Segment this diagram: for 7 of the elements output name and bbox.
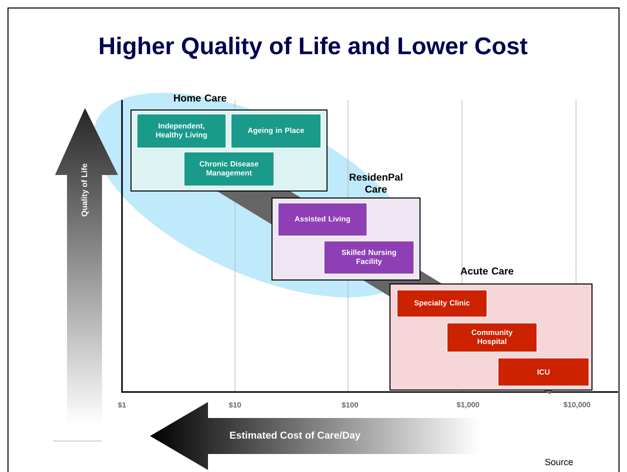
source-note: Source — [545, 458, 573, 466]
node-label: Acute Care — [460, 267, 514, 275]
node-label: ResidenPal Care — [350, 173, 402, 193]
axis-title: Estimated Cost of Care/Day — [230, 431, 360, 441]
title: Higher Quality of Life and Lower Cost — [100, 36, 528, 60]
axis-title: Quality of Life — [81, 164, 89, 216]
node-label: Home Care — [174, 94, 226, 102]
